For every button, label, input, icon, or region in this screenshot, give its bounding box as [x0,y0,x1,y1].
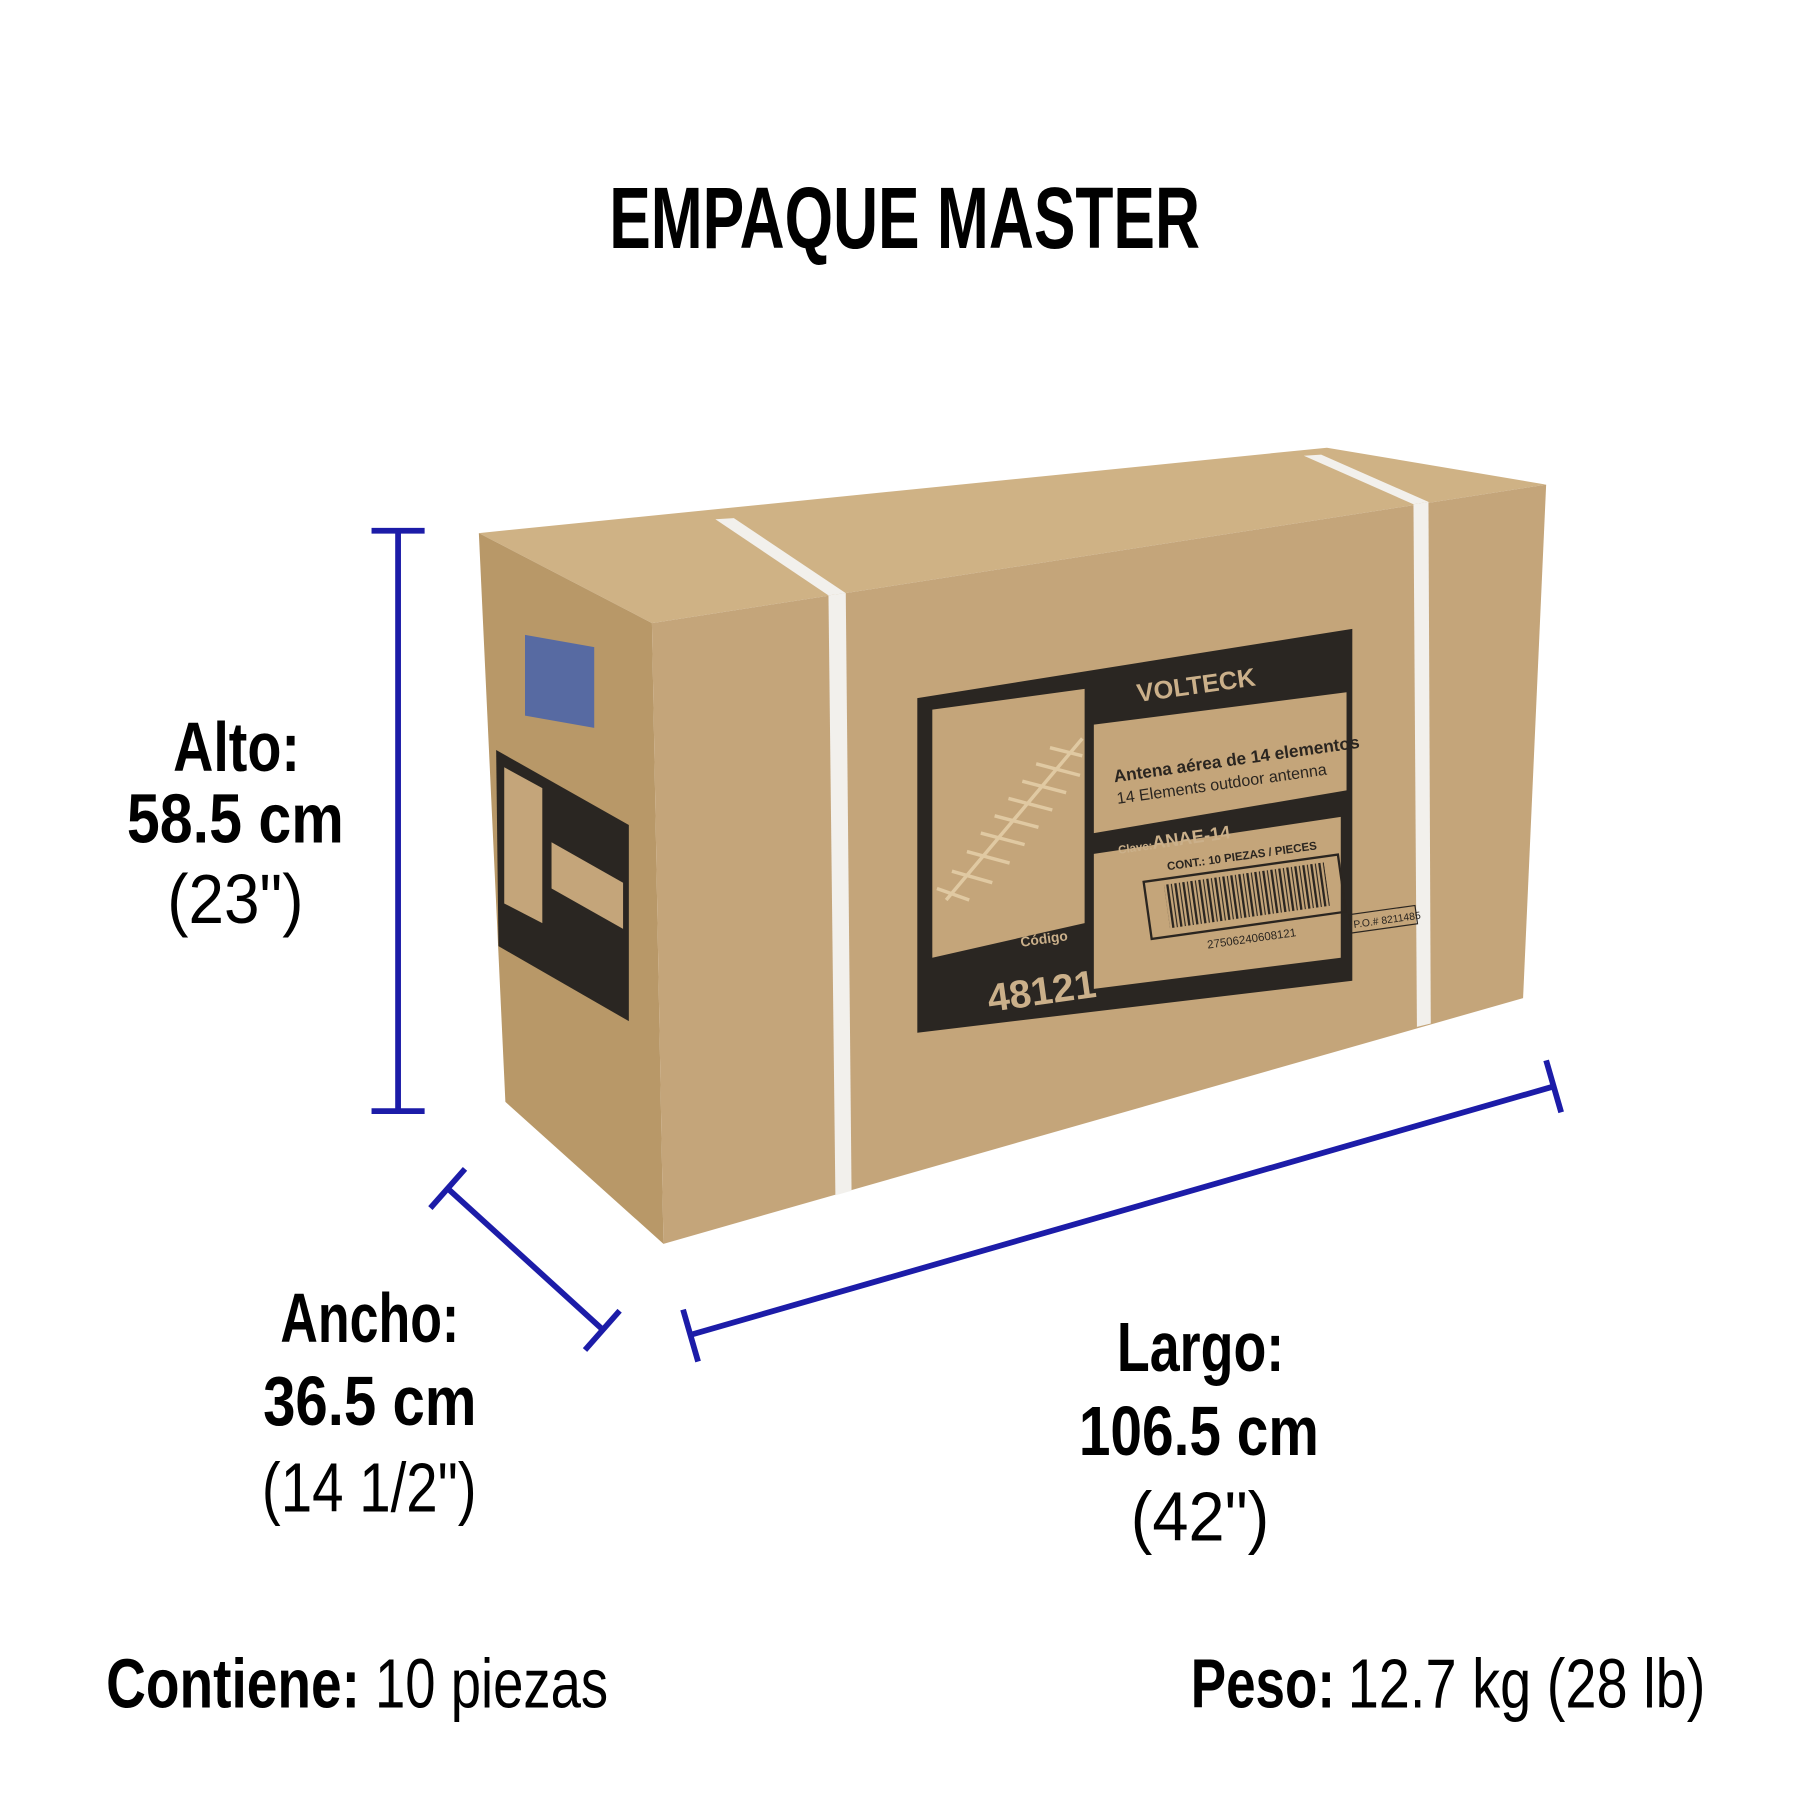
label-title-panel [1093,692,1347,834]
width-dimension-line [428,1166,622,1352]
length-dimension-line [680,1059,1564,1363]
alto-imperial: (23") [167,860,303,938]
side-label-panel [504,767,543,924]
cardboard-box: VOLTECK Antena aérea de 14 elementos 14 … [478,447,1547,1244]
width-text: Ancho: 36.5 cm (14 1/2") [262,1279,477,1527]
clave-label: Clave: [1117,840,1153,857]
po-frame [1348,904,1419,934]
strap [1413,501,1431,1027]
strap [715,518,846,596]
side-label-panel [551,842,624,929]
length-text: Largo: 106.5 cm (42") [1079,1308,1319,1556]
barcode-frame [1142,853,1348,941]
height-text: Alto: 58.5 cm (23") [127,708,344,938]
height-dimension-line [371,527,425,1115]
product-label: VOLTECK Antena aérea de 14 elementos 14 … [917,628,1422,1033]
shipping-sticker [524,634,595,728]
contents-label: Contiene: [106,1645,360,1723]
barcode [1163,862,1330,929]
antenna-illustration [936,737,1084,902]
weight-value: 12.7 kg (28 lb) [1348,1645,1706,1723]
label-image-panel [932,688,1085,958]
strap [1303,454,1429,505]
largo-metric: 106.5 cm [1079,1392,1319,1470]
page-title: EMPAQUE MASTER [609,169,1200,267]
largo-imperial: (42") [1131,1477,1269,1555]
ancho-label: Ancho: [280,1279,459,1357]
strap [828,593,852,1196]
alto-metric: 58.5 cm [127,779,344,857]
largo-label: Largo: [1117,1308,1284,1386]
weight-label: Peso: [1191,1645,1335,1723]
ancho-imperial: (14 1/2") [262,1449,477,1527]
box-top-face [478,447,1547,624]
codigo-label: Código [1019,927,1068,949]
alto-label: Alto: [173,708,300,786]
ancho-metric: 36.5 cm [263,1362,476,1440]
contents-value: 10 piezas [375,1645,608,1723]
